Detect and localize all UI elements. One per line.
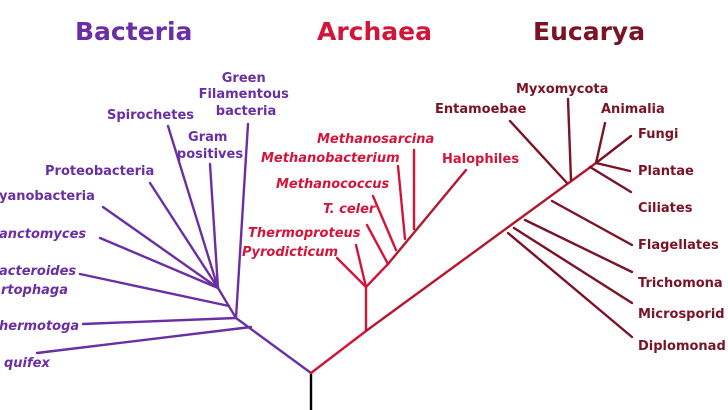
branch-spirochetes bbox=[166, 124, 220, 290]
branch-myxomycota bbox=[566, 97, 573, 182]
label-pyrodicticum: Pyrodicticum bbox=[242, 245, 338, 260]
label-trichomonads: Trichomona bbox=[638, 276, 723, 291]
label-gram-positives-line1: Gram bbox=[188, 130, 227, 145]
branch-trichomonads bbox=[523, 218, 634, 274]
branch-green-filamentous bbox=[234, 122, 250, 320]
label-thermotoga: hermotoga bbox=[0, 319, 79, 334]
branch-bacteroides bbox=[78, 272, 231, 308]
domain-title-archaea: Archaea bbox=[317, 17, 432, 46]
eucarya-stem-branches bbox=[364, 161, 598, 333]
branch-methanobacterium bbox=[396, 164, 407, 241]
branch-plantae bbox=[594, 161, 632, 173]
label-microsporidia: Microsporid bbox=[638, 307, 725, 322]
branch-halophiles bbox=[386, 168, 468, 266]
label-gram-positives: Gram positives bbox=[177, 130, 243, 162]
label-fungi: Fungi bbox=[638, 127, 679, 142]
label-myxomycota: Myxomycota bbox=[516, 82, 608, 97]
label-proteobacteria: Proteobacteria bbox=[45, 164, 154, 179]
branch-planctomyces bbox=[98, 236, 220, 290]
label-gram-positives-line2: positives bbox=[177, 147, 243, 162]
branch-thermoproteus bbox=[354, 243, 368, 289]
label-entamoebae: Entamoebae bbox=[435, 102, 526, 117]
label-spirochetes: Spirochetes bbox=[107, 108, 194, 123]
branch-thermotoga bbox=[81, 316, 238, 326]
label-plantae: Plantae bbox=[638, 164, 694, 179]
branch-diplomonads bbox=[506, 231, 634, 339]
branch-animalia bbox=[594, 121, 607, 165]
label-ciliates: Ciliates bbox=[638, 201, 693, 216]
branch-microsporidia bbox=[512, 226, 634, 305]
label-diplomonads: Diplomonad bbox=[638, 339, 726, 354]
branch-aquifex bbox=[35, 325, 253, 355]
label-flagellates: Flagellates bbox=[638, 238, 719, 253]
domain-title-bacteria: Bacteria bbox=[75, 17, 192, 46]
label-green-filamentous-line1: Green bbox=[222, 71, 266, 86]
branch-archaea-stem bbox=[309, 329, 368, 375]
label-cyanobacteria: yanobacteria bbox=[0, 189, 95, 204]
label-green-filamentous-line3: bacteria bbox=[216, 104, 276, 119]
label-animalia: Animalia bbox=[601, 102, 665, 117]
label-planctomyces: anctomyces bbox=[0, 227, 86, 242]
branch-cyanobacteria bbox=[101, 205, 220, 290]
label-green-filamentous-line2: Filamentous bbox=[199, 87, 290, 102]
label-methanococcus: Methanococcus bbox=[276, 177, 389, 192]
label-aquifex: quifex bbox=[4, 356, 50, 371]
archaea-branches bbox=[309, 148, 416, 375]
branch-ciliates bbox=[588, 165, 633, 194]
branch-t-celer bbox=[365, 223, 390, 266]
branch-archaea-eucarya-stem bbox=[364, 161, 598, 333]
branch-flagellates bbox=[550, 199, 634, 247]
branch-gram-positives bbox=[208, 162, 220, 290]
label-bacteroides: acteroides bbox=[0, 264, 76, 279]
label-halophiles: Halophiles bbox=[442, 152, 519, 167]
branch-bacteria-upper bbox=[216, 286, 238, 320]
domain-title-eucarya: Eucarya bbox=[533, 17, 645, 46]
label-methanosarcina: Methanosarcina bbox=[317, 132, 434, 147]
label-methanobacterium: Methanobacterium bbox=[261, 151, 400, 166]
label-green-filamentous: Green Filamentous bacteria bbox=[199, 71, 294, 119]
bacteria-branches bbox=[35, 122, 313, 375]
branch-methanococcus bbox=[371, 194, 398, 252]
label-t-celer: T. celer bbox=[323, 202, 377, 217]
branch-crenarchaeota bbox=[364, 262, 390, 289]
branch-pyrodicticum bbox=[335, 256, 368, 289]
eucarya-branches bbox=[506, 97, 634, 339]
branch-entamoebae bbox=[508, 119, 569, 185]
label-cytophaga: rtophaga bbox=[1, 283, 68, 298]
branch-fungi bbox=[594, 134, 633, 165]
label-thermoproteus: Thermoproteus bbox=[248, 226, 361, 241]
branch-proteobacteria bbox=[148, 181, 220, 290]
